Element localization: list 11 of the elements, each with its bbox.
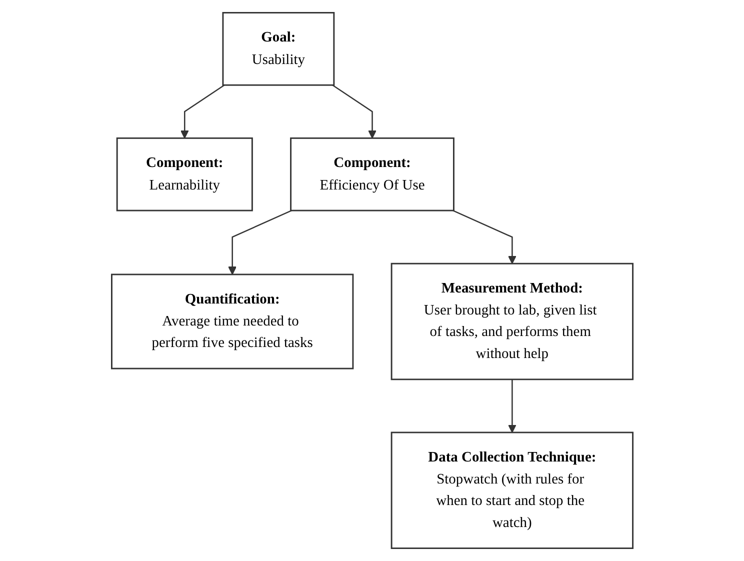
arrow	[508, 379, 516, 433]
node-box: Goal: Usability	[222, 12, 334, 86]
node-box: Component: Efficiency Of Use	[290, 137, 454, 212]
node-box: Measurement Method: User brought to lab, given list of tasks, and performs them without help	[390, 262, 634, 380]
arrow	[332, 84, 376, 139]
node-box: Quantification: Average time needed to perform five specified tasks	[110, 274, 354, 370]
node-box: Component: Learnability	[116, 137, 253, 212]
arrow	[180, 84, 224, 139]
arrow	[452, 210, 516, 264]
arrow	[228, 210, 292, 275]
node-box: Data Collection Technique: Stopwatch (with rules for when to start and stop the watch)	[390, 432, 634, 549]
